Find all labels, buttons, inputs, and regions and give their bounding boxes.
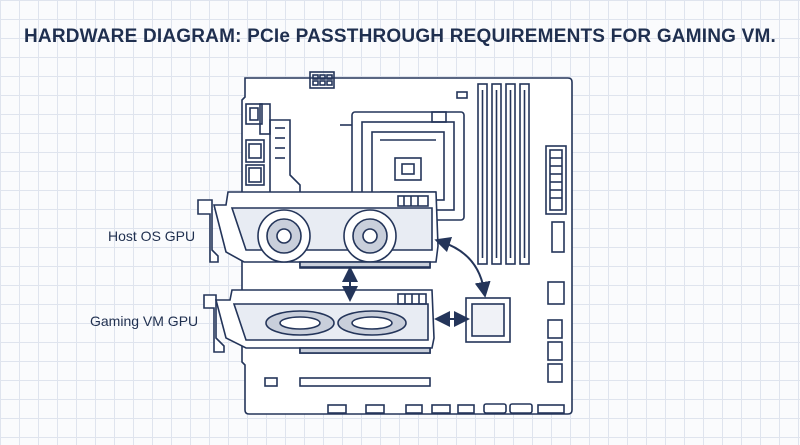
- host-gpu-card: [197, 191, 439, 268]
- pcie-slot-3: [299, 377, 431, 387]
- rear-io-panel: [245, 103, 271, 186]
- host-gpu-label: Host OS GPU: [108, 228, 196, 244]
- ram-slots: [477, 83, 530, 265]
- chipset: [465, 297, 511, 343]
- vm-gpu-card: [203, 289, 435, 354]
- cpu-chipset-arrow: [434, 236, 491, 298]
- vm-gpu-label: Gaming VM GPU: [90, 313, 199, 329]
- diagram-title: HARDWARE DIAGRAM: PCIe PASSTHROUGH REQUI…: [23, 26, 776, 47]
- cpu-power-connector: [309, 71, 335, 89]
- atx-power-connector: [545, 145, 567, 215]
- bottom-headers: [327, 403, 565, 414]
- cpu-socket: [340, 111, 465, 221]
